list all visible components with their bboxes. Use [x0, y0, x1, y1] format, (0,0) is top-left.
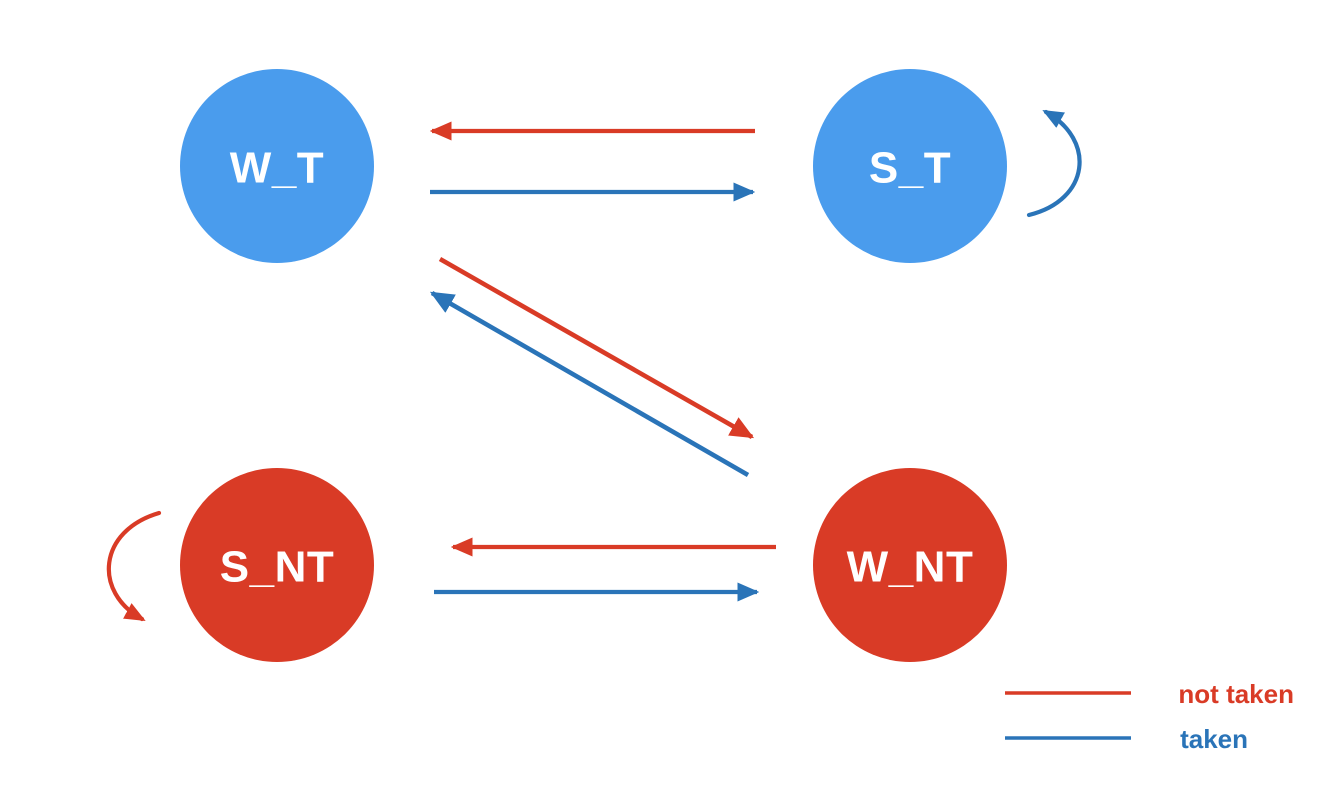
edge-path	[1026, 109, 1082, 218]
node-w-nt[interactable]: W_NT	[813, 468, 1007, 662]
legend: not taken taken	[1005, 679, 1294, 754]
edge-path	[106, 510, 162, 622]
node-circle[interactable]	[813, 69, 1007, 263]
node-w-t[interactable]: W_T	[180, 69, 374, 263]
legend-item-not-taken: not taken	[1005, 679, 1294, 709]
node-label: W_T	[230, 144, 324, 193]
node-s-nt[interactable]: S_NT	[180, 468, 374, 662]
node-circle[interactable]	[180, 69, 374, 263]
node-s-t[interactable]: S_T	[813, 69, 1007, 263]
node-label: S_NT	[220, 543, 334, 592]
node-circle[interactable]	[813, 468, 1007, 662]
edge-st-self-loop-taken	[1026, 109, 1082, 218]
legend-item-taken: taken	[1005, 724, 1248, 754]
legend-label: taken	[1180, 724, 1248, 754]
node-circle[interactable]	[180, 468, 374, 662]
edge-wt-to-wnt-not-taken	[438, 257, 755, 439]
edge-line	[429, 291, 750, 477]
edge-snt-self-loop-not-taken	[106, 510, 162, 622]
node-label: S_T	[869, 144, 951, 193]
legend-label: not taken	[1178, 679, 1294, 709]
edge-wnt-to-wt-taken	[429, 291, 750, 477]
edge-line	[438, 257, 755, 439]
node-label: W_NT	[847, 543, 974, 592]
